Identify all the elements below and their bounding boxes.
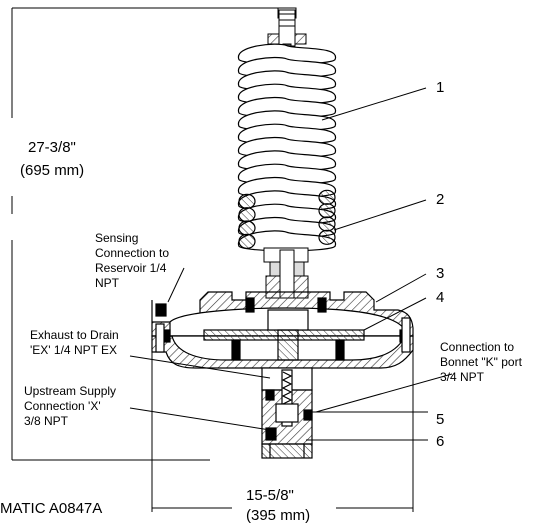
- sensing-connection-callout: Sensing Connection to Reservoir 1/4 NPT: [95, 231, 169, 291]
- spring-coil-section: [318, 203, 336, 219]
- bonnet-line-2: Bonnet "K" port: [440, 355, 522, 369]
- bonnet-connection-callout: Connection to Bonnet "K" port 3/4 NPT: [440, 340, 522, 385]
- leader-lines: [129, 87, 453, 441]
- spring-coil-section: [238, 207, 256, 223]
- bonnet-line-3: 3/4 NPT: [440, 370, 485, 384]
- spring: [238, 43, 336, 252]
- spring-coil-section: [238, 220, 256, 236]
- drawing-id: MATIC A0847A: [0, 500, 103, 517]
- height-dimension: [11, 7, 280, 461]
- exhaust-line-1: Exhaust to Drain: [30, 328, 119, 342]
- part-number-5: 5: [436, 411, 444, 428]
- width-imperial-label: 15-5/8": [246, 487, 294, 504]
- exhaust-drain-callout: Exhaust to Drain 'EX' 1/4 NPT EX: [30, 328, 119, 358]
- exhaust-line-2: 'EX' 1/4 NPT EX: [30, 343, 118, 357]
- width-metric-label: (395 mm): [246, 507, 310, 524]
- sensing-line-4: NPT: [95, 276, 119, 290]
- part-number-3: 3: [436, 265, 444, 282]
- spring-base: [263, 247, 309, 299]
- height-imperial-label: 27-3/8": [28, 139, 76, 156]
- part-number-1: 1: [436, 79, 444, 96]
- part-number-4: 4: [436, 289, 444, 306]
- sensing-line-3: Reservoir 1/4: [95, 261, 167, 275]
- bonnet-line-1: Connection to: [440, 340, 515, 354]
- diaphragm-housing: [151, 291, 414, 369]
- part-numbers: 1 2 3 4 5 6: [436, 79, 444, 450]
- part-number-6: 6: [436, 433, 444, 450]
- upstream-line-1: Upstream Supply: [24, 384, 117, 398]
- sensing-line-1: Sensing: [95, 231, 139, 245]
- spring-coil-section: [318, 229, 336, 245]
- valve-body: [261, 367, 313, 459]
- sensing-line-2: Connection to: [95, 246, 170, 260]
- spring-coil-section: [318, 216, 336, 232]
- spring-coil-section: [238, 233, 256, 249]
- upstream-line-2: Connection 'X': [24, 399, 101, 413]
- height-metric-label: (695 mm): [20, 162, 84, 179]
- upstream-line-3: 3/8 NPT: [24, 414, 69, 428]
- spring-coil-section: [238, 193, 256, 209]
- spring-coil-section: [318, 189, 336, 205]
- upstream-supply-callout: Upstream Supply Connection 'X' 3/8 NPT: [24, 384, 116, 429]
- part-number-2: 2: [436, 191, 444, 208]
